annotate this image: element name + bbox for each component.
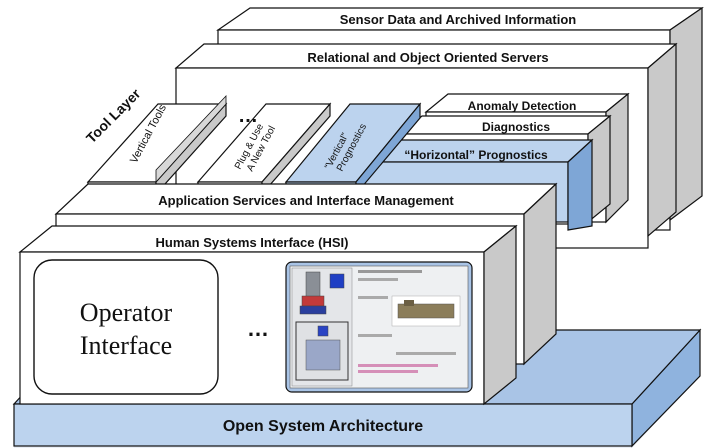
anomaly-detection-label: Anomaly Detection <box>468 99 577 113</box>
open-system-architecture-label: Open System Architecture <box>223 418 423 435</box>
tool-ellipsis: … <box>238 105 258 127</box>
application-services-label: Application Services and Interface Manag… <box>158 193 454 208</box>
hsi-label: Human Systems Interface (HSI) <box>156 235 349 250</box>
operator-label-2: Interface <box>80 331 172 360</box>
hsi-layer: Human Systems Interface (HSI) Operator I… <box>18 224 518 406</box>
operator-label-1: Operator <box>80 298 173 327</box>
hsi-ellipsis: … <box>247 316 269 341</box>
operator-interface-panel: Operator Interface <box>33 259 219 395</box>
hsi-screenshot-thumbnail <box>285 261 473 393</box>
relational-servers-label: Relational and Object Oriented Servers <box>307 50 548 65</box>
diagnostics-label: Diagnostics <box>482 120 550 134</box>
horizontal-prognostics-label: “Horizontal” Prognostics <box>404 148 548 162</box>
vertical-prognostics-block: “Vertical” Prognostics <box>284 102 422 196</box>
sensor-data-label: Sensor Data and Archived Information <box>340 12 577 27</box>
